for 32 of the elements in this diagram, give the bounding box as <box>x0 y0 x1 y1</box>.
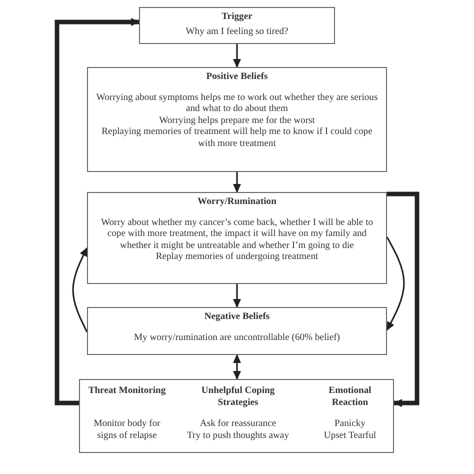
column-heading: Threat Monitoring <box>88 385 166 398</box>
arrow <box>54 18 140 406</box>
box-text: Panicky <box>334 418 366 430</box>
box-text: Monitor body for signs of relapse <box>92 418 162 441</box>
box-heading: Worry/Rumination <box>198 196 276 208</box>
arrow <box>233 284 241 308</box>
box-text: Worry about whether my cancer’s come back, whether I will be able to cope with more treatment, the impact it will have on my family and whether it might be untreatable and whether I’m going to die <box>100 216 374 251</box>
arrow <box>72 247 88 332</box>
box-text: Worrying about symptoms helps me to work out whether they are serious and what to do about them <box>95 92 379 114</box>
process-box <box>79 379 394 453</box>
box-text: Replaying memories of treatment will help me to know if I could cope with more treatment <box>100 126 374 149</box>
arrow <box>233 354 241 380</box>
column-heading: Unhelpful Coping Strategies <box>200 385 276 408</box>
box-text: Replay memories of undergoing treatment <box>156 251 318 262</box>
process-box <box>87 307 387 355</box>
box-text: Try to push thoughts away <box>187 430 289 441</box>
column-heading: Emotional Reaction <box>328 385 372 408</box>
box-text: My worry/rumination are uncontrollable (60% belief) <box>134 332 340 343</box>
box-text: Ask for reassurance <box>200 418 276 430</box>
process-box <box>87 67 387 172</box>
box-heading: Negative Beliefs <box>204 311 270 322</box>
process-box <box>139 7 335 44</box>
arrow <box>233 172 241 193</box>
box-text: Worrying helps prepare me for the worst <box>159 114 315 126</box>
box-heading: Positive Beliefs <box>206 71 268 82</box>
process-box <box>87 192 387 284</box>
arrow <box>386 236 405 331</box>
arrow <box>233 44 241 68</box>
box-heading: Trigger <box>222 11 252 22</box>
arrow <box>387 192 420 407</box>
box-text: Why am I feeling so tired? <box>186 26 288 37</box>
box-text: Upset Tearful <box>324 430 376 441</box>
